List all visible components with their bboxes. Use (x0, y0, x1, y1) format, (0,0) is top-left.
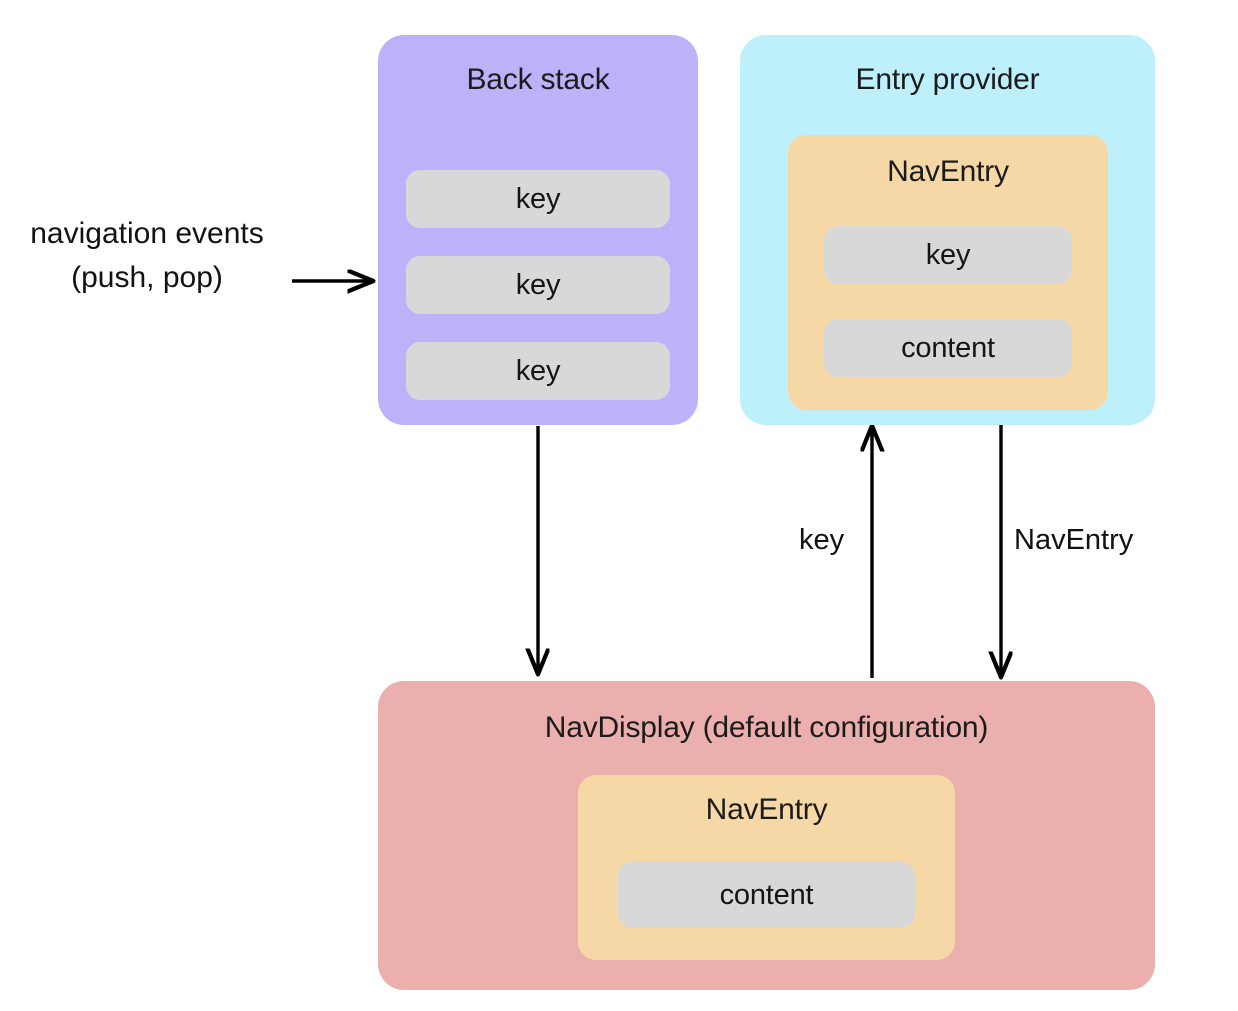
entry-provider-nav-entry[interactable]: NavEntry key content (788, 135, 1108, 410)
entry-provider-nav-entry-title: NavEntry (887, 155, 1009, 188)
nav-display-content-slot[interactable]: content (618, 862, 915, 928)
nav-display-nav-entry-title: NavEntry (705, 793, 828, 826)
navigation-events-line1: navigation events (30, 217, 264, 250)
nav-display-node[interactable]: NavDisplay (default configuration) NavEn… (378, 681, 1155, 990)
back-stack-key-slot-1[interactable]: key (406, 170, 670, 228)
entry-provider-content-slot[interactable]: content (824, 319, 1072, 377)
back-stack-key-slot-2[interactable]: key (406, 256, 670, 314)
back-stack-key-slot-3-label: key (515, 354, 561, 387)
edge-label-key: key (799, 524, 845, 556)
navigation-events-line2: (push, pop) (71, 261, 223, 294)
back-stack-key-slot-2-label: key (515, 268, 561, 301)
nav-display-nav-entry[interactable]: NavEntry content (578, 775, 955, 960)
back-stack-node[interactable]: Back stack key key key (378, 35, 698, 425)
edge-label-naventry: NavEntry (1014, 524, 1134, 556)
back-stack-key-slot-3[interactable]: key (406, 342, 670, 400)
nav-display-title: NavDisplay (default configuration) (544, 711, 989, 744)
entry-provider-key-slot[interactable]: key (824, 226, 1072, 284)
entry-provider-node[interactable]: Entry provider NavEntry key content (740, 35, 1155, 425)
entry-provider-content-slot-label: content (901, 331, 995, 364)
entry-provider-key-slot-label: key (925, 238, 971, 271)
back-stack-key-slot-1-label: key (515, 182, 561, 215)
nav-display-content-slot-label: content (719, 878, 814, 911)
back-stack-title: Back stack (466, 63, 610, 96)
entry-provider-title: Entry provider (855, 63, 1040, 96)
navigation-events-label: navigation events (push, pop) (8, 212, 286, 300)
